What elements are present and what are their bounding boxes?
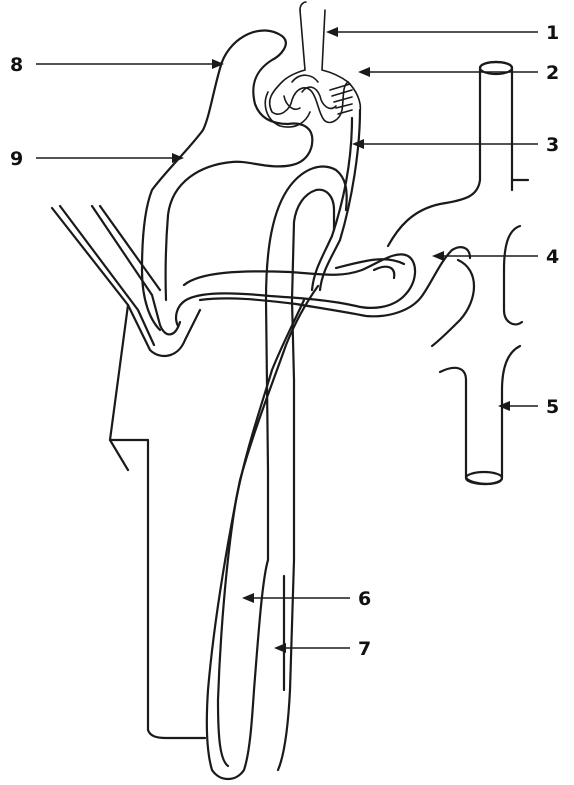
distal-tubule xyxy=(176,247,470,326)
label-9: 9 xyxy=(10,148,23,170)
label-8: 8 xyxy=(10,54,23,76)
label-2: 2 xyxy=(546,62,559,84)
label-1: 1 xyxy=(546,22,559,44)
label-3: 3 xyxy=(546,134,559,156)
loop-of-henle xyxy=(207,110,360,779)
label-4: 4 xyxy=(546,246,559,268)
label-6: 6 xyxy=(358,588,371,610)
label-7: 7 xyxy=(358,638,371,660)
collecting-duct-right xyxy=(388,62,528,484)
collecting-duct xyxy=(52,206,205,738)
bowmans-capsule xyxy=(142,30,312,330)
label-5: 5 xyxy=(546,396,559,418)
glomerulus xyxy=(265,2,360,127)
